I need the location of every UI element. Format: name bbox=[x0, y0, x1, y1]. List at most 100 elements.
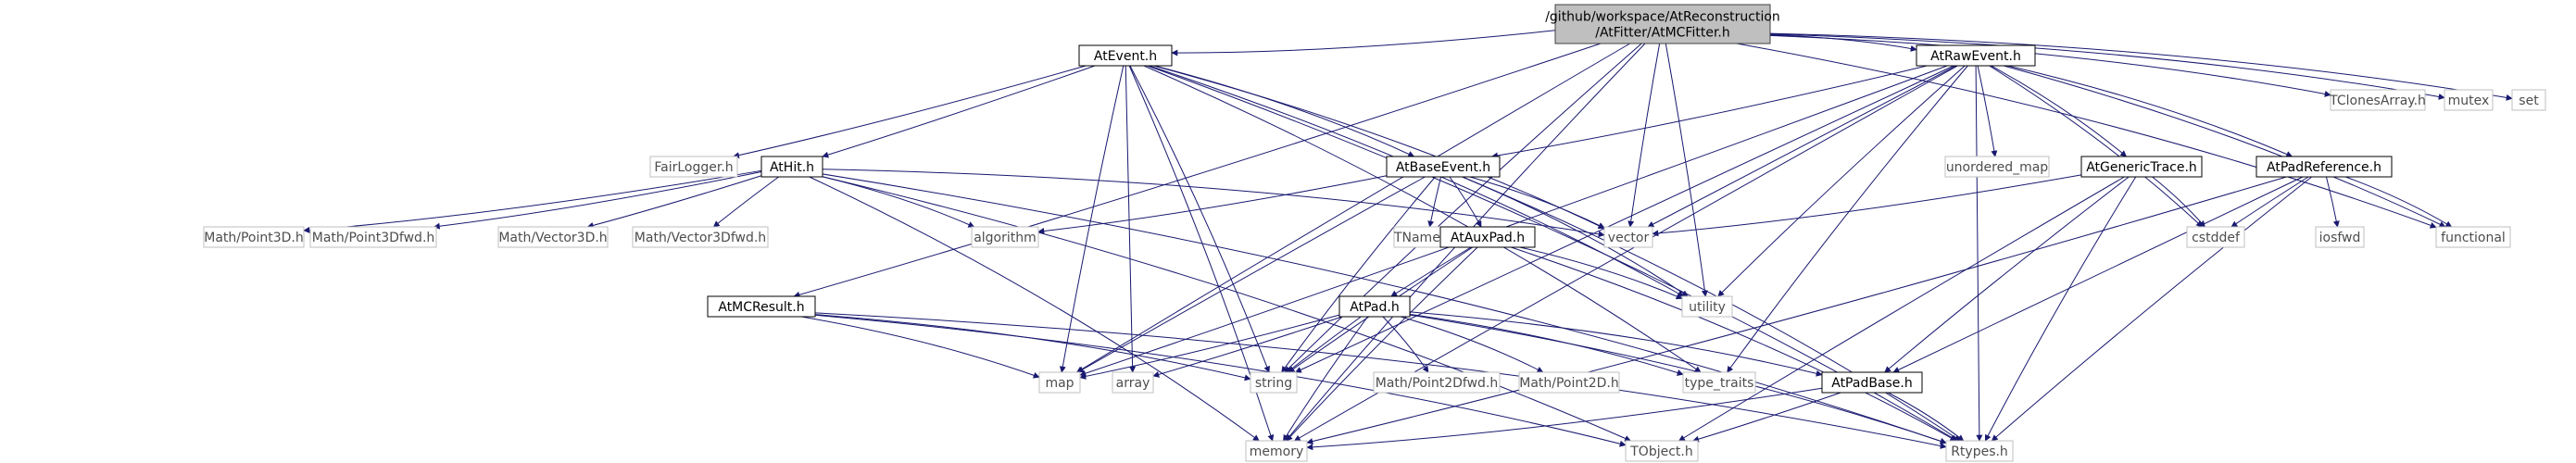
node-map: map bbox=[1038, 371, 1081, 394]
node-atmcresult[interactable]: AtMCResult.h bbox=[707, 295, 816, 318]
node-box-vector3dfwd bbox=[632, 226, 769, 248]
edge-atpadbase-to-memory bbox=[1306, 387, 1823, 451]
node-box-algorithm bbox=[971, 226, 1039, 248]
node-box-set bbox=[2511, 89, 2546, 111]
edge-atpadbase-to-rtypes bbox=[1888, 392, 1965, 442]
node-label-atbaseevent: AtBaseEvent.h bbox=[1396, 160, 1490, 175]
node-set: set bbox=[2511, 89, 2546, 111]
node-label-vector3dfwd: Math/Vector3Dfwd.h bbox=[635, 231, 766, 245]
node-label-mutex: mutex bbox=[2448, 94, 2490, 108]
node-box-array bbox=[1112, 371, 1154, 394]
node-memory: memory bbox=[1245, 440, 1308, 462]
node-label-point2d: Math/Point2D.h bbox=[1519, 376, 1619, 391]
node-label-map: map bbox=[1045, 376, 1074, 391]
node-box-tclonesarray bbox=[2330, 89, 2426, 111]
node-atpadbase[interactable]: AtPadBase.h bbox=[1821, 371, 1923, 394]
edge-atpad-to-memory bbox=[1283, 316, 1368, 442]
node-atpad[interactable]: AtPad.h bbox=[1338, 295, 1411, 318]
node-label-vector3d: Math/Vector3D.h bbox=[498, 231, 607, 245]
node-box-point3d bbox=[203, 226, 305, 248]
node-label-point3d: Math/Point3D.h bbox=[204, 231, 304, 245]
node-box-root bbox=[1554, 4, 1771, 44]
node-box-atrawevent bbox=[1916, 44, 2036, 67]
edge-root-to-atevent bbox=[1171, 30, 1556, 56]
node-ataux[interactable]: AtAuxPad.h bbox=[1439, 226, 1536, 248]
edge-atgenerictrace-to-tobject bbox=[1678, 176, 2125, 442]
node-atevent[interactable]: AtEvent.h bbox=[1078, 44, 1173, 67]
node-atrawevent[interactable]: AtRawEvent.h bbox=[1916, 44, 2036, 67]
node-label-algorithm: algorithm bbox=[974, 231, 1037, 245]
node-label-athit: AtHit.h bbox=[770, 160, 814, 175]
node-box-cstddef bbox=[2186, 226, 2245, 248]
node-athit[interactable]: AtHit.h bbox=[760, 156, 823, 178]
node-label-atrawevent: AtRawEvent.h bbox=[1930, 49, 2021, 64]
edge-root-to-functional bbox=[1736, 43, 2437, 229]
edge-root-to-atrawevent bbox=[1769, 34, 1917, 52]
edge-atpadreference-to-memory bbox=[1306, 176, 2287, 444]
edge-atrawevent-to-functional bbox=[2004, 65, 2446, 228]
node-point2dfwd: Math/Point2Dfwd.h bbox=[1373, 371, 1501, 394]
node-box-mutex bbox=[2444, 89, 2494, 111]
edge-atpadreference-to-atpadbase bbox=[1892, 176, 2304, 373]
edge-athit-to-vector bbox=[822, 169, 1605, 238]
edge-atpadreference-to-cstddef bbox=[2230, 176, 2309, 228]
edge-atrawevent-to-atpadreference bbox=[2007, 65, 2293, 157]
edge-atevent-to-atbaseevent bbox=[1154, 65, 1415, 157]
edge-atbaseevent-to-string bbox=[1281, 176, 1436, 373]
edge-athit-to-memory bbox=[809, 176, 1260, 442]
edge-atpadreference-to-rtypes bbox=[1991, 176, 2312, 442]
edge-atevent-to-type_traits bbox=[1143, 65, 1702, 373]
node-label-point2dfwd: Math/Point2Dfwd.h bbox=[1376, 376, 1499, 391]
node-label-root: /github/workspace/AtReconstruction bbox=[1545, 10, 1780, 25]
edge-athit-to-point3d bbox=[303, 169, 762, 233]
edge-athit-to-vector3d bbox=[586, 175, 762, 229]
node-label-string: string bbox=[1255, 376, 1292, 391]
node-point3dfwd: Math/Point3Dfwd.h bbox=[309, 226, 437, 248]
node-box-point2dfwd bbox=[1373, 371, 1501, 394]
edge-atpadreference-to-functional bbox=[2345, 176, 2453, 228]
node-label-cstddef: cstddef bbox=[2192, 231, 2241, 245]
edge-atbaseevent-to-tnamed bbox=[1427, 176, 1442, 228]
node-vector: vector bbox=[1603, 226, 1653, 248]
edge-atevent-to-array bbox=[1125, 65, 1137, 373]
edge-atgenerictrace-to-cstddef bbox=[2152, 176, 2205, 228]
node-label-fairlogger: FairLogger.h bbox=[654, 160, 733, 175]
node-label-iosfwd: iosfwd bbox=[2319, 231, 2361, 245]
edge-atbaseevent-to-map bbox=[1076, 176, 1426, 373]
node-label-atpadbase: AtPadBase.h bbox=[1831, 376, 1913, 391]
edge-ataux-to-utility bbox=[1519, 246, 1683, 300]
node-root: /github/workspace/AtReconstruction/AtFit… bbox=[1545, 4, 1780, 44]
node-box-atmcresult bbox=[707, 295, 816, 318]
edge-root-to-set bbox=[1769, 32, 2513, 101]
node-box-iosfwd bbox=[2315, 226, 2365, 248]
node-unordered_map: unordered_map bbox=[1944, 156, 2050, 178]
edge-atrawevent-to-atbaseevent bbox=[1491, 65, 1928, 159]
node-atgenerictrace[interactable]: AtGenericTrace.h bbox=[2080, 156, 2203, 178]
node-atbaseevent[interactable]: AtBaseEvent.h bbox=[1386, 156, 1501, 178]
node-box-fairlogger bbox=[649, 156, 738, 178]
node-label-unordered_map: unordered_map bbox=[1946, 160, 2048, 175]
node-box-rtypes bbox=[1945, 440, 2014, 462]
edge-atmcresult-to-string bbox=[814, 314, 1251, 382]
node-label-vector: vector bbox=[1608, 231, 1650, 245]
node-box-vector bbox=[1603, 226, 1653, 248]
edge-atrawevent-to-vector bbox=[1647, 65, 1957, 228]
node-box-atgenerictrace bbox=[2080, 156, 2203, 178]
node-label-atpad: AtPad.h bbox=[1350, 300, 1399, 315]
node-box-point3dfwd bbox=[309, 226, 437, 248]
node-functional: functional bbox=[2435, 226, 2511, 248]
edge-athit-to-vector3dfwd bbox=[712, 176, 779, 228]
node-label-atevent: AtEvent.h bbox=[1094, 49, 1157, 64]
node-atpadreference[interactable]: AtPadReference.h bbox=[2256, 156, 2393, 178]
node-label-memory: memory bbox=[1250, 444, 1304, 459]
node-box-ataux bbox=[1439, 226, 1536, 248]
node-rtypes: Rtypes.h bbox=[1945, 440, 2014, 462]
edge-atrawevent-to-unordered_map bbox=[1977, 65, 1998, 157]
edge-atmcresult-to-map bbox=[801, 316, 1040, 379]
edge-atpad-to-array bbox=[1152, 316, 1343, 378]
edge-ataux-to-atpad bbox=[1390, 246, 1472, 297]
edge-root-to-mutex bbox=[1769, 33, 2445, 100]
node-string: string bbox=[1250, 371, 1298, 394]
edge-atgenerictrace-to-rtypes bbox=[1984, 176, 2137, 442]
